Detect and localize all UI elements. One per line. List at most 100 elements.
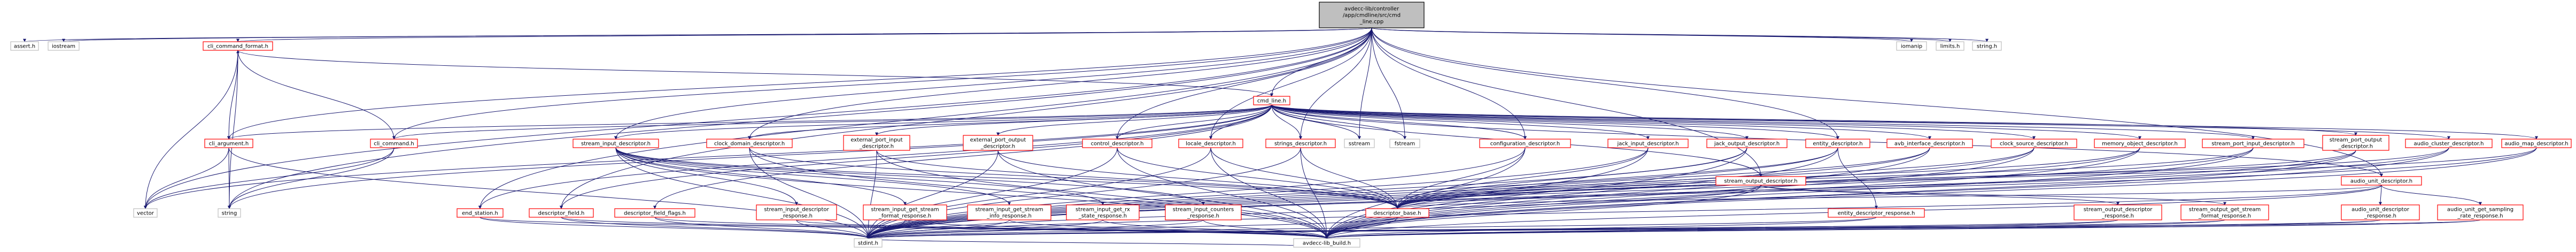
node-descriptor-field-flags[interactable]: descriptor_field_flags.h	[614, 208, 695, 218]
node-label: _response.h	[2101, 213, 2134, 219]
node-box	[1389, 139, 1420, 148]
node-cli-command-format[interactable]: cli_command_format.h	[203, 41, 273, 51]
edge-strings_descriptor-to-avdecc_lib_build	[1300, 147, 1328, 239]
node-audio-cluster-descriptor[interactable]: audio_cluster_descriptor.h	[2405, 139, 2493, 148]
node-entity-descriptor[interactable]: entity_descriptor.h	[1805, 139, 1870, 148]
node-end-station[interactable]: end_station.h	[457, 208, 504, 218]
node-box	[2437, 204, 2524, 220]
edge-cmd_line-to-control_descriptor	[1116, 104, 1272, 140]
edge-memory_object_descriptor-to-avdecc_lib_build	[1325, 147, 2140, 239]
node-clock-source-descriptor[interactable]: clock_source_descriptor.h	[1991, 139, 2077, 148]
node-audio-unit-descriptor-response[interactable]: audio_unit_descriptor_response.h	[2341, 204, 2420, 220]
node-stream-port-output-descriptor[interactable]: stream_port_output_descriptor.h	[2322, 135, 2389, 151]
edge-audio_unit_descriptor-to-audio_unit_get_sampling_rate_response	[2381, 185, 2482, 205]
edge-root-to-fstream	[1371, 27, 1406, 140]
node-audio-map-descriptor[interactable]: audio_map_descriptor.h	[2501, 139, 2572, 148]
node-external-port-input[interactable]: external_port_input_descriptor.h	[843, 135, 910, 151]
edge-entity_descriptor-to-stdinth	[867, 147, 1838, 239]
node-box	[203, 41, 273, 51]
edge-memory_object_descriptor-to-stdinth	[867, 147, 2140, 239]
edge-root-to-entity_descriptor	[1371, 27, 1839, 140]
node-jack-input-descriptor[interactable]: jack_input_descriptor.h	[1607, 139, 1689, 148]
node-audio-unit-get-sampling-rate-response[interactable]: audio_unit_get_sampling_rate_response.h	[2437, 204, 2524, 220]
node-label: assert.h	[14, 44, 35, 50]
node-stream-input-counters-response[interactable]: stream_input_counters_response.h	[1165, 204, 1242, 220]
node-layer: avdecc-lib/controller/app/cmdline/src/cm…	[10, 2, 2572, 248]
node-entity-descriptor-response[interactable]: entity_descriptor_response.h	[1828, 208, 1925, 218]
node-box	[2094, 139, 2186, 148]
node-box	[1365, 208, 1429, 218]
node-control-descriptor[interactable]: control_descriptor.h	[1082, 139, 1152, 148]
edge-cmd_line-to-configuration_descriptor	[1271, 104, 1527, 140]
edge-end_station-to-stdinth	[479, 217, 870, 239]
node-label: avb_interface_descriptor.h	[1894, 141, 1965, 147]
node-box	[370, 139, 418, 148]
node-stream-output-descriptor[interactable]: stream_output_descriptor.h	[1715, 176, 1806, 186]
node-label: cli_command_format.h	[207, 44, 268, 50]
edge-audio_unit_get_sampling_rate_response-to-stdinth	[867, 219, 2481, 239]
node-descriptor-base[interactable]: descriptor_base.h	[1365, 208, 1429, 218]
node-label: stream_output_get_stream	[2189, 207, 2261, 213]
edge-descriptor_field-to-stdinth	[561, 217, 870, 239]
node-label: _response.h	[780, 213, 813, 219]
node-audio-unit-descriptor[interactable]: audio_unit_descriptor.h	[2341, 176, 2422, 186]
node-descriptor-field[interactable]: descriptor_field.h	[529, 208, 594, 218]
edge-cli_command-to-cli_command_format	[236, 50, 394, 140]
edge-clock_domain_descriptor-to-descriptor_base	[749, 147, 1399, 209]
node-label: stream_input_counters	[1173, 207, 1234, 213]
edge-jack_input_descriptor-to-avdecc_lib_build	[1325, 147, 1649, 239]
node-box	[457, 208, 504, 218]
edge-stream_output_descriptor-to-stdinth	[867, 185, 1761, 239]
node-box	[2341, 204, 2420, 220]
node-stream-input-get-stream-info-response[interactable]: stream_input_get_stream_info_response.h	[967, 204, 1051, 220]
edge-audio_cluster_descriptor-to-avdecc_lib_build	[1325, 147, 2449, 239]
node-label: cli_argument.h	[209, 141, 249, 147]
node-stream-output-get-stream-format-response[interactable]: stream_output_get_stream_format_response…	[2180, 204, 2269, 220]
edge-control_descriptor-to-avdecc_lib_build	[1117, 147, 1328, 239]
node-cmd-line[interactable]: cmd_line.h	[1253, 96, 1290, 105]
node-box	[963, 135, 1033, 151]
node-cli-argument[interactable]: cli_argument.h	[204, 139, 253, 148]
node-label: stream_output_descriptor.h	[1724, 179, 1797, 185]
edge-cmd_line-to-clock_source_descriptor	[1271, 104, 2036, 140]
edge-jack_output_descriptor-to-descriptor_base	[1396, 147, 1747, 209]
node-clock-domain-descriptor[interactable]: clock_domain_descriptor.h	[706, 139, 793, 148]
edge-jack_output_descriptor-to-avdecc_lib_build	[1325, 147, 1747, 239]
node-stream-output-descriptor-response[interactable]: stream_output_descriptor_response.h	[2074, 204, 2162, 220]
node-jack-output-descriptor[interactable]: jack_output_descriptor.h	[1706, 139, 1788, 148]
edge-stream_input_descriptor-to-stream_input_descriptor_response	[615, 147, 798, 205]
node-box	[1293, 238, 1360, 248]
edge-stream_output_descriptor-to-stream_output_descriptor_response	[1760, 185, 2119, 205]
node-cli-command[interactable]: cli_command.h	[370, 139, 418, 148]
edge-cmd_line-to-stream_input_descriptor	[614, 104, 1272, 140]
node-stream-port-input-descriptor[interactable]: stream_port_input_descriptor.h	[2202, 139, 2304, 148]
node-stream-input-descriptor-response[interactable]: stream_input_descriptor_response.h	[756, 204, 837, 220]
edge-cmd_line-to-jack_output_descriptor	[1271, 104, 1749, 140]
node-external-port-output[interactable]: external_port_output_descriptor.h	[963, 135, 1033, 151]
edge-root-to-stringh	[1371, 27, 1989, 42]
node-stream-input-descriptor[interactable]: stream_input_descriptor.h	[573, 139, 659, 148]
edge-root-to-cli_command_format	[236, 27, 1372, 42]
node-label: stream_input_get_stream	[975, 207, 1043, 213]
node-label: configuration_descriptor.h	[1490, 141, 1560, 147]
edge-entity_descriptor-to-entity_descriptor_response	[1837, 147, 1878, 209]
edge-configuration_descriptor-to-stdinth	[867, 147, 1526, 239]
edge-descriptor_field_flags-to-stdinth	[654, 217, 870, 239]
node-configuration-descriptor[interactable]: configuration_descriptor.h	[1479, 139, 1571, 148]
edge-stream_input_descriptor-to-stream_input_get_stream_info_response	[615, 147, 1011, 205]
node-memory-object-descriptor[interactable]: memory_object_descriptor.h	[2094, 139, 2186, 148]
node-stream-input-get-stream-format-response[interactable]: stream_input_get_stream_format_response.…	[863, 204, 947, 220]
edge-cli_command_format-to-string	[228, 50, 238, 209]
node-locale-descriptor[interactable]: locale_descriptor.h	[1178, 139, 1243, 148]
node-box	[1991, 139, 2077, 148]
edge-cmd_line-to-end_station	[478, 104, 1272, 209]
edge-entity_descriptor_response-to-avdecc_lib_build	[1325, 217, 1877, 239]
node-strings-descriptor[interactable]: strings_descriptor.h	[1265, 139, 1336, 148]
node-label: stream_port_input_descriptor.h	[2211, 141, 2294, 147]
edge-root-to-string	[228, 27, 1372, 209]
edge-cmd_line-to-entity_descriptor	[1271, 104, 1839, 140]
node-box	[2074, 204, 2162, 220]
node-avb-interface-descriptor[interactable]: avb_interface_descriptor.h	[1886, 139, 1973, 148]
node-label: entity_descriptor.h	[1813, 141, 1862, 147]
node-stream-input-get-rx-state-response[interactable]: stream_input_get_rx_state_response.h	[1066, 204, 1140, 220]
